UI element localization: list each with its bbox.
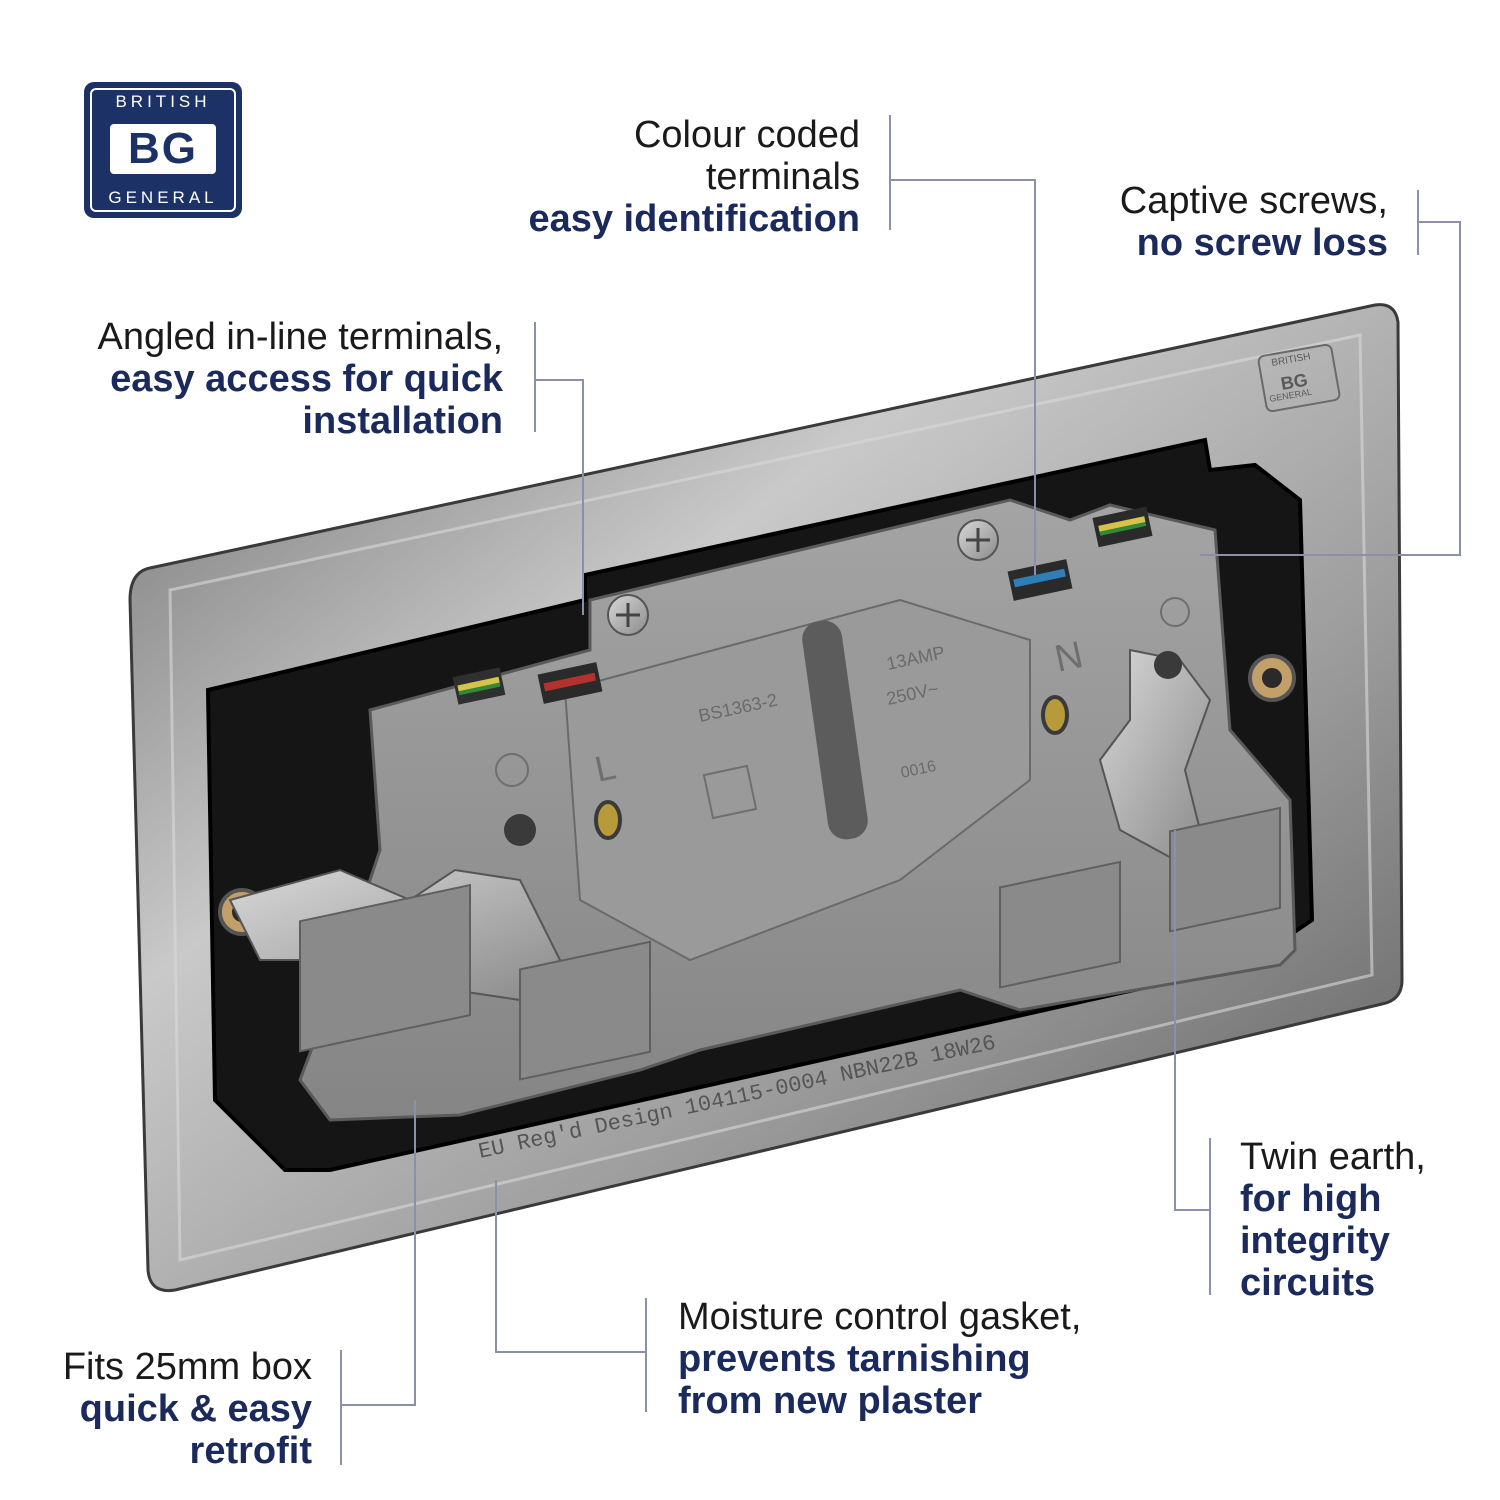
- logo-border: [90, 88, 236, 212]
- earth-symbol-left: [495, 753, 529, 787]
- callout-moisture-gasket: Moisture control gasket, prevents tarnis…: [678, 1296, 1138, 1422]
- leader-moisture: [495, 1180, 647, 1412]
- callout-colour-coded: Colour coded terminals easy identificati…: [440, 114, 860, 240]
- leader-angled: [534, 322, 584, 615]
- callout-fits-bold1: quick & easy: [79, 1388, 312, 1430]
- callout-moisture-line1: Moisture control gasket,: [678, 1296, 1082, 1338]
- foot-far-right: [1169, 806, 1281, 933]
- callout-colour-coded-line1: Colour coded: [633, 114, 860, 156]
- logo-bottom-text: GENERAL: [108, 188, 218, 207]
- weee-symbol: [702, 764, 758, 820]
- foot-center-left: [519, 940, 651, 1081]
- leader-lines: [340, 115, 1461, 1465]
- callout-angled-bold2: installation: [302, 400, 503, 442]
- logo-top-text: BRITISH: [115, 92, 211, 111]
- callout-twin-earth-bold2: integrity: [1240, 1220, 1390, 1262]
- leader-colour-coded: [889, 115, 1036, 575]
- foot-right: [999, 860, 1121, 989]
- callout-moisture-bold1: prevents tarnishing: [678, 1338, 1031, 1380]
- callout-twin-earth-line1: Twin earth,: [1240, 1136, 1426, 1178]
- callout-captive-bold: no screw loss: [1136, 222, 1388, 264]
- plate-bevel: [168, 333, 1374, 1262]
- callout-colour-coded-line2: terminals: [705, 156, 860, 198]
- plate-logo-mark: BG: [1279, 370, 1309, 394]
- central-slot: [802, 620, 868, 840]
- callout-angled-terminals: Angled in-line terminals, easy access fo…: [33, 316, 503, 442]
- callout-moisture-bold2: from new plaster: [678, 1380, 983, 1422]
- callout-captive-screws: Captive screws, no screw loss: [1028, 180, 1388, 264]
- central-housing: [563, 598, 1031, 962]
- callout-angled-line1: Angled in-line terminals,: [97, 316, 503, 358]
- callout-fits-bold2: retrofit: [189, 1430, 312, 1472]
- callout-twin-earth-bold3: circuits: [1240, 1262, 1376, 1304]
- callout-angled-bold1: easy access for quick: [110, 358, 503, 400]
- foot-left: [299, 883, 471, 1053]
- leader-fits: [340, 1100, 416, 1465]
- logo-mark: BG: [110, 124, 216, 174]
- callout-colour-coded-bold: easy identification: [528, 198, 860, 240]
- plate-logo: [1257, 343, 1341, 413]
- brand-logo: BRITISH BG GENERAL: [84, 82, 242, 218]
- callout-fits-box: Fits 25mm box quick & easy retrofit: [12, 1346, 312, 1472]
- callout-twin-earth-bold1: for high: [1240, 1178, 1382, 1220]
- callout-fits-line1: Fits 25mm box: [62, 1346, 312, 1388]
- leader-twin-earth: [1174, 830, 1211, 1295]
- leader-captive: [1200, 190, 1461, 556]
- earth-symbol-right: [1160, 597, 1190, 627]
- callout-twin-earth: Twin earth, for high integrity circuits: [1240, 1136, 1480, 1304]
- callout-captive-line1: Captive screws,: [1119, 180, 1388, 222]
